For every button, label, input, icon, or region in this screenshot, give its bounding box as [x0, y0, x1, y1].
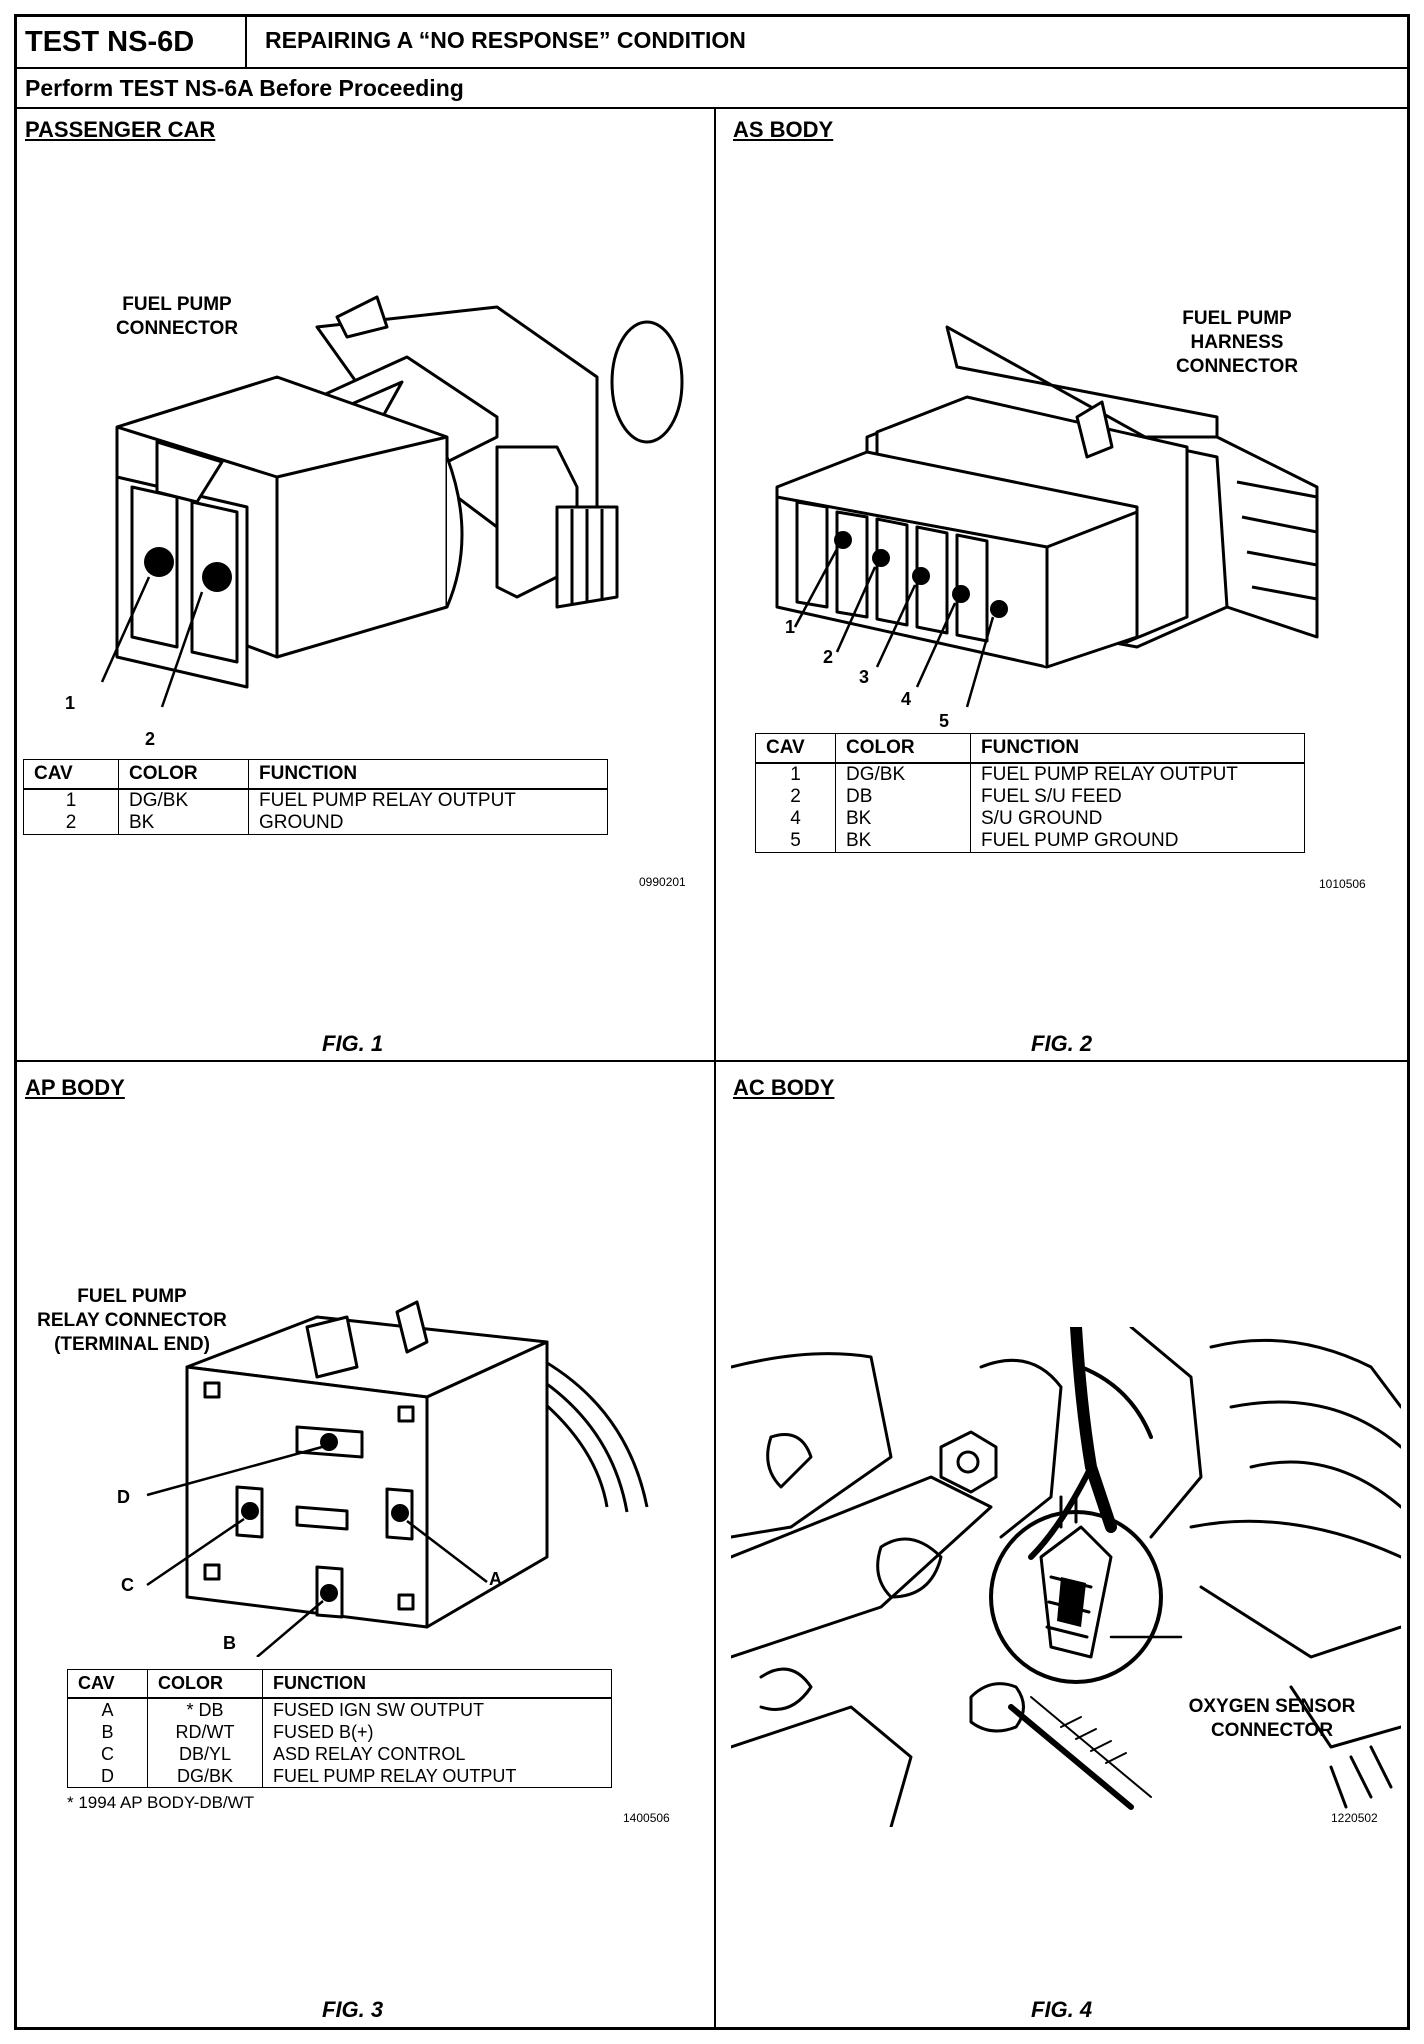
panel-3-code: 1400506 [623, 1811, 670, 1825]
test-id: TEST NS-6D [17, 17, 247, 67]
panel-1-fig: FIG. 1 [322, 1031, 384, 1056]
table-row: 4 BK S/U GROUND [756, 808, 1305, 830]
pin-label-c: C [121, 1575, 134, 1595]
pin-label-4: 4 [901, 689, 912, 709]
table-row: 1 DG/BK FUEL PUMP RELAY OUTPUT [756, 763, 1305, 786]
panel-4-connector-label: OXYGEN SENSOR CONNECTOR [1188, 1696, 1356, 1741]
table-row: 2 DB FUEL S/U FEED [756, 786, 1305, 808]
page-frame: TEST NS-6D REPAIRING A “NO RESPONSE” CON… [14, 14, 1410, 2030]
col-color: COLOR [147, 1669, 263, 1699]
table-row: B RD/WT FUSED B(+) [68, 1721, 612, 1743]
pin-label-5: 5 [939, 711, 950, 731]
oxygen-sensor-engine-illustration [731, 1327, 1401, 1827]
subtitle: Perform TEST NS-6A Before Proceeding [17, 69, 1407, 109]
panel-3-connector-label: FUEL PUMP RELAY CONNECTOR (TERMINAL END) [37, 1286, 227, 1355]
panel-2-fig: FIG. 2 [1031, 1031, 1093, 1056]
pin-label-3: 3 [859, 667, 870, 687]
panel-1-table: CAV COLOR FUNCTION 1 DG/BK FUEL PUMP REL… [23, 759, 608, 835]
panel-1-code: 0990201 [639, 875, 686, 889]
test-title: REPAIRING A “NO RESPONSE” CONDITION [265, 27, 746, 53]
col-color: COLOR [835, 733, 971, 764]
panel-3-table: CAV COLOR FUNCTION A * DB FUSED IGN SW O… [67, 1669, 612, 1788]
col-function: FUNCTION [248, 759, 608, 790]
col-cav: CAV [755, 733, 836, 764]
col-color: COLOR [118, 759, 249, 790]
pin-label-1: 1 [65, 693, 76, 713]
pin-label-2: 2 [823, 647, 834, 667]
col-function: FUNCTION [262, 1669, 612, 1699]
pin-label-a: A [489, 1569, 502, 1589]
pin-label-b: B [223, 1633, 236, 1653]
panel-1-connector-label: FUEL PUMP CONNECTOR [115, 294, 239, 339]
divider-horizontal [17, 1060, 1407, 1062]
panel-2-connector-label: FUEL PUMP HARNESS CONNECTOR [1175, 308, 1299, 377]
panel-3-fig: FIG. 3 [322, 1997, 384, 2022]
panel-4-title: AC BODY [733, 1075, 835, 1100]
fuel-pump-connector-illustration [100, 295, 684, 708]
table-row: A * DB FUSED IGN SW OUTPUT [68, 1698, 612, 1721]
panel-3-footnote: * 1994 AP BODY-DB/WT [67, 1793, 255, 1812]
table-row: D DG/BK FUEL PUMP RELAY OUTPUT [68, 1765, 612, 1788]
divider-vertical [714, 109, 716, 2030]
panel-4-fig: FIG. 4 [1031, 1997, 1093, 2022]
panel-1-title: PASSENGER CAR [25, 117, 216, 142]
panel-2-table: CAV COLOR FUNCTION 1 DG/BK FUEL PUMP REL… [755, 733, 1305, 853]
header: TEST NS-6D REPAIRING A “NO RESPONSE” CON… [17, 17, 1407, 69]
table-row: 2 BK GROUND [24, 812, 608, 835]
col-cav: CAV [67, 1669, 148, 1699]
panel-3-title: AP BODY [25, 1075, 125, 1100]
pin-label-1: 1 [785, 617, 796, 637]
pin-label-d: D [117, 1487, 130, 1507]
panel-2-code: 1010506 [1319, 877, 1366, 891]
table-row: 5 BK FUEL PUMP GROUND [756, 830, 1305, 853]
table-row: 1 DG/BK FUEL PUMP RELAY OUTPUT [24, 789, 608, 812]
col-cav: CAV [23, 759, 119, 790]
panel-4-code: 1220502 [1331, 1811, 1378, 1825]
table-row: C DB/YL ASD RELAY CONTROL [68, 1743, 612, 1765]
relay-connector-illustration [146, 1300, 649, 1657]
panel-2-title: AS BODY [733, 117, 834, 142]
col-function: FUNCTION [970, 733, 1305, 764]
pin-label-2: 2 [145, 729, 156, 749]
harness-connector-illustration [775, 325, 1319, 708]
